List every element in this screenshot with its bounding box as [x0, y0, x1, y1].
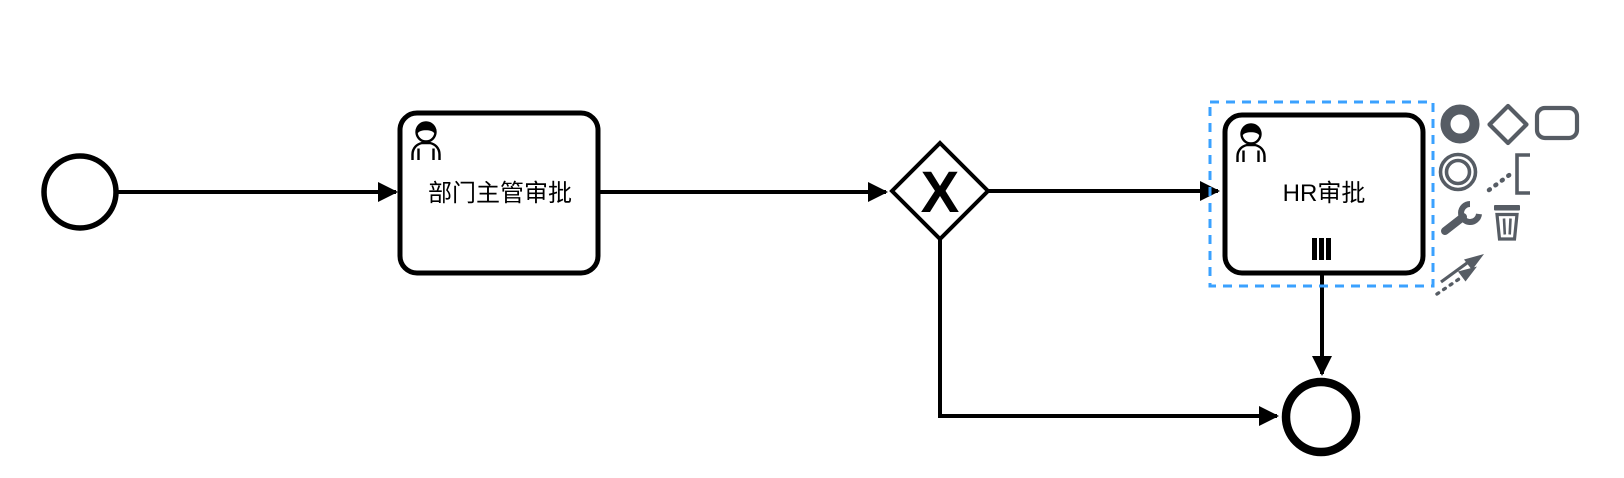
selection-outline [1208, 100, 1435, 288]
gateway-icon [1487, 103, 1529, 146]
context-pad-append-text-annotation[interactable] [1486, 153, 1530, 195]
context-pad-append-task[interactable] [1534, 105, 1580, 141]
sequence-flows [118, 181, 1332, 426]
intermediate-event-icon [1438, 152, 1478, 192]
task-hr[interactable]: HR审批 [1222, 112, 1426, 276]
context-pad-append-gateway[interactable] [1487, 103, 1529, 146]
gateway-diamond[interactable] [889, 140, 991, 242]
task-icon [1534, 105, 1580, 141]
parallel-multi-instance-icon [1312, 238, 1331, 260]
context-pad-append-intermediate-event[interactable] [1438, 152, 1478, 192]
flow-gateway-to-end[interactable] [938, 239, 1279, 426]
task-label: HR审批 [1283, 180, 1366, 207]
context-pad-append-end-event[interactable] [1440, 104, 1480, 144]
end-event-circle[interactable] [1281, 377, 1361, 457]
trash-icon [1494, 205, 1520, 241]
gateway-x-marker: X [921, 160, 960, 225]
task-shape[interactable] [1222, 112, 1426, 276]
context-pad-change-type[interactable] [1441, 201, 1482, 235]
context-pad-connect[interactable] [1435, 254, 1484, 296]
start-event-circle[interactable] [41, 153, 119, 231]
wrench-icon [1441, 201, 1482, 235]
task-shape[interactable] [397, 110, 601, 276]
exclusive-gateway[interactable]: X [889, 140, 991, 242]
end-event[interactable] [1281, 377, 1361, 457]
context-pad [1435, 103, 1580, 296]
context-pad-delete[interactable] [1494, 205, 1520, 241]
connection-arrows-icon [1435, 254, 1484, 296]
task-label: 部门主管审批 [428, 180, 572, 207]
text-annotation-icon [1486, 153, 1530, 195]
start-event[interactable] [41, 153, 119, 231]
end-event-icon [1440, 104, 1480, 144]
task-department-manager[interactable]: 部门主管审批 [397, 110, 601, 276]
